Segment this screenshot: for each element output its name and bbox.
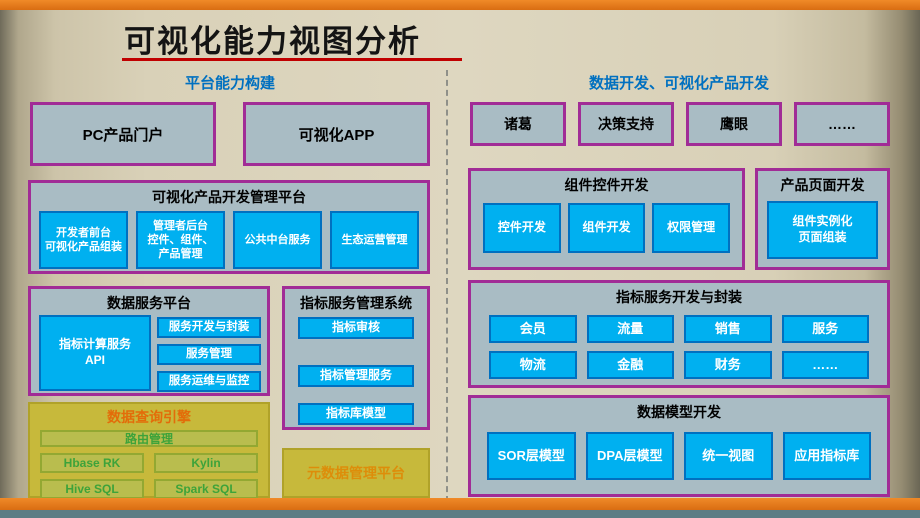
permission-mgmt: 权限管理 <box>652 203 731 253</box>
platform-item-developer-frontend: 开发者前台 可视化产品组装 <box>39 211 128 269</box>
domain-accounting: 财务 <box>684 351 772 379</box>
component-dev: 组件开发 <box>567 203 646 253</box>
section-divider <box>446 70 448 502</box>
app-indicator-lib: 应用指标库 <box>782 432 871 480</box>
query-engine-title: 数据查询引擎 <box>107 409 191 425</box>
bottom-accent-bar <box>0 498 920 510</box>
indicator-mgmt-title: 指标服务管理系统 <box>300 295 412 311</box>
routing-mgmt: 路由管理 <box>40 430 258 447</box>
right-section-header: 数据开发、可视化产品开发 <box>588 75 769 92</box>
platform-item-eco-operation: 生态运营管理 <box>330 211 419 269</box>
data-service-box: 数据服务平台 指标计算服务 API 服务开发与封装 服务管理 服务运维与监控 <box>28 286 270 396</box>
indicator-lib-model: 指标库模型 <box>298 403 414 425</box>
bottom-edge-bar <box>0 510 920 518</box>
engine-hive: Hive SQL <box>40 479 144 499</box>
data-service-title: 数据服务平台 <box>107 295 191 311</box>
domain-sales: 销售 <box>684 315 772 343</box>
dpa-layer-model: DPA层模型 <box>585 432 674 480</box>
engine-hbase: Hbase RK <box>40 453 144 473</box>
domain-more: …… <box>781 351 869 379</box>
control-dev: 控件开发 <box>483 203 561 253</box>
product-zhuge: 诸葛 <box>470 102 566 146</box>
service-ops-monitor: 服务运维与监控 <box>157 371 261 392</box>
portal-app: 可视化APP <box>243 102 430 166</box>
page-dev-title: 产品页面开发 <box>780 177 865 193</box>
engine-spark: Spark SQL <box>154 479 258 499</box>
page-dev-box: 产品页面开发 组件实例化 页面组装 <box>755 168 890 270</box>
domain-finance: 金融 <box>586 351 674 379</box>
portal-pc: PC产品门户 <box>30 102 216 166</box>
unified-view: 统一视图 <box>684 432 773 480</box>
top-accent-bar <box>0 0 920 10</box>
model-dev-box: 数据模型开发 SOR层模型 DPA层模型 统一视图 应用指标库 <box>468 395 890 497</box>
indicator-audit: 指标审核 <box>298 317 414 339</box>
indicator-mgmt-box: 指标服务管理系统 指标审核 指标管理服务 指标库模型 <box>282 286 430 430</box>
page-title: 可视化能力视图分析 <box>124 24 421 59</box>
product-decision-support: 决策支持 <box>578 102 674 146</box>
indicator-mgmt-service: 指标管理服务 <box>298 365 414 387</box>
domain-member: 会员 <box>489 315 577 343</box>
platform-item-middle-service: 公共中台服务 <box>233 211 322 269</box>
engine-kylin: Kylin <box>154 453 258 473</box>
query-engine-box: 数据查询引擎 路由管理 Hbase RK Kylin Hive SQL Spar… <box>28 402 270 499</box>
product-more: …… <box>794 102 890 146</box>
product-eagle-eye: 鹰眼 <box>686 102 782 146</box>
model-dev-title: 数据模型开发 <box>637 404 721 420</box>
service-dev-pack: 服务开发与封装 <box>157 317 261 338</box>
component-dev-box: 组件控件开发 控件开发 组件开发 权限管理 <box>468 168 745 270</box>
title-underline <box>122 58 462 61</box>
indicator-dev-title: 指标服务开发与封装 <box>616 289 742 305</box>
metadata-platform: 元数据管理平台 <box>282 448 430 498</box>
platform-mgmt-title: 可视化产品开发管理平台 <box>152 189 306 205</box>
component-instantiation: 组件实例化 页面组装 <box>767 201 878 259</box>
indicator-compute-api: 指标计算服务 API <box>39 315 151 391</box>
service-mgmt: 服务管理 <box>157 344 261 365</box>
domain-service: 服务 <box>781 315 869 343</box>
indicator-dev-box: 指标服务开发与封装 会员 流量 销售 服务 物流 金融 财务 …… <box>468 280 890 388</box>
platform-mgmt-box: 可视化产品开发管理平台 开发者前台 可视化产品组装 管理者后台 控件、组件、 产… <box>28 180 430 274</box>
domain-traffic: 流量 <box>586 315 674 343</box>
platform-item-admin-backend: 管理者后台 控件、组件、 产品管理 <box>136 211 225 269</box>
sor-layer-model: SOR层模型 <box>487 432 576 480</box>
domain-logistics: 物流 <box>489 351 577 379</box>
left-section-header: 平台能力构建 <box>184 75 275 92</box>
component-dev-title: 组件控件开发 <box>564 177 649 193</box>
